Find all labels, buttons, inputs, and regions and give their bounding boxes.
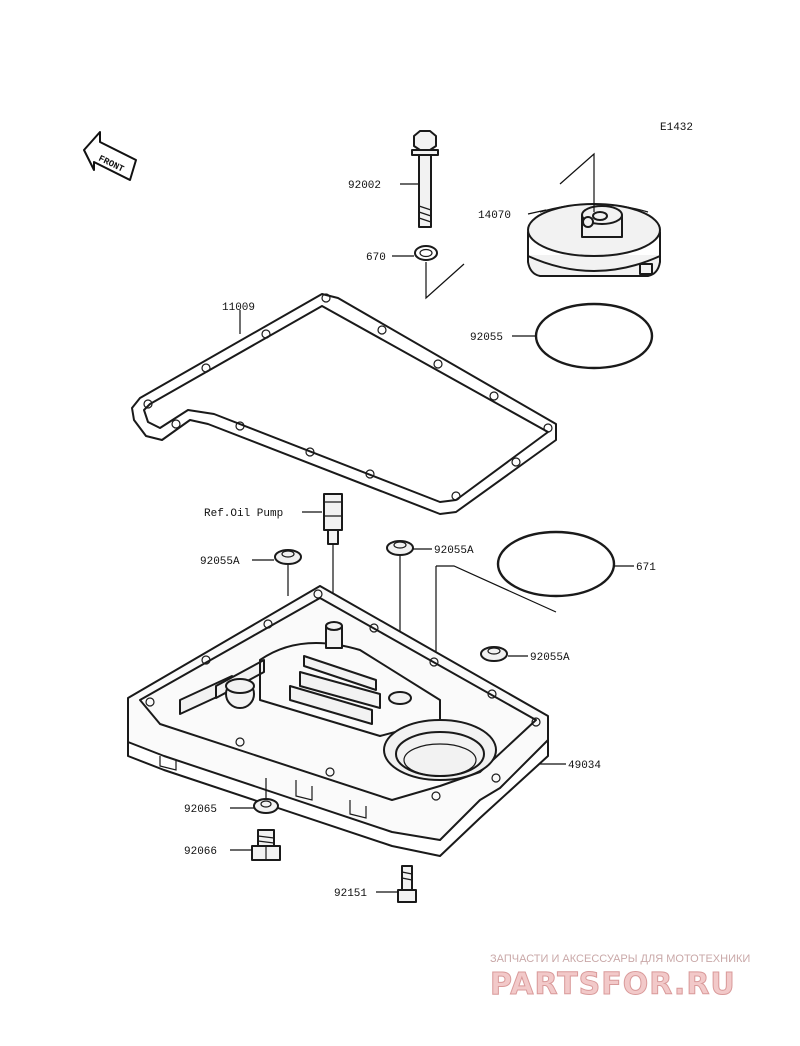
drain-plug-92066 — [251, 829, 281, 861]
label-92055a-3: 92055A — [530, 652, 570, 664]
diagram-code: E1432 — [660, 122, 693, 134]
bolt-92151 — [397, 865, 417, 903]
label-92066: 92066 — [184, 846, 217, 858]
watermark-tagline: ЗАПЧАСТИ И АКСЕССУАРЫ ДЛЯ МОТОТЕХНИКИ — [490, 953, 750, 965]
label-ref-oil-pump: Ref.Oil Pump — [204, 508, 283, 520]
label-92055a-2: 92055A — [434, 545, 474, 557]
bolt-92002 — [411, 130, 439, 228]
collar-92055a-left — [274, 549, 302, 565]
collar-92055a-center — [386, 540, 414, 556]
o-ring-92055 — [534, 302, 654, 370]
front-arrow-icon: FRONT — [83, 131, 137, 181]
label-670: 670 — [366, 252, 386, 264]
label-92055a-1: 92055A — [200, 556, 240, 568]
label-11009: 11009 — [222, 302, 255, 314]
label-92055: 92055 — [470, 332, 503, 344]
washer-670 — [414, 245, 438, 261]
gasket-11009 — [131, 293, 557, 515]
o-ring-671 — [496, 530, 616, 598]
oil-pan-49034 — [127, 585, 549, 857]
label-92151: 92151 — [334, 888, 367, 900]
collar-92055a-right — [480, 646, 508, 662]
washer-92065 — [253, 798, 279, 814]
label-92065: 92065 — [184, 804, 217, 816]
watermark-brand: PARTSFOR.RU — [490, 967, 736, 1002]
label-671: 671 — [636, 562, 656, 574]
oil-filter-14070 — [527, 203, 661, 277]
label-92002: 92002 — [348, 180, 381, 192]
label-14070: 14070 — [478, 210, 511, 222]
label-49034: 49034 — [568, 760, 601, 772]
